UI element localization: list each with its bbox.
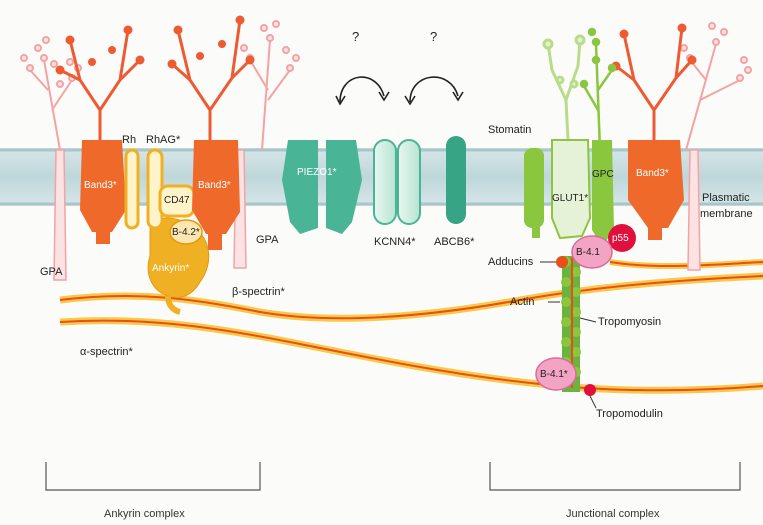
abcb6-transporter (446, 136, 466, 224)
question-mark-right: ? (430, 30, 437, 43)
label-b42: B-4.2* (172, 226, 200, 239)
label-rh: Rh (122, 134, 136, 147)
label-piezo1: PIEZO1* (297, 166, 336, 179)
junctional-complex-bracket (490, 462, 740, 490)
tropomodulin-node (584, 384, 596, 396)
band3-left (80, 140, 126, 244)
kcnn4-channel (374, 140, 420, 224)
label-glut1: GLUT1* (552, 192, 588, 205)
gpa-glycan-right (681, 23, 751, 150)
rh-protein (126, 150, 138, 228)
glut1-protein (552, 140, 590, 238)
label-gpc: GPC (592, 168, 614, 181)
label-p55: p55 (612, 232, 629, 245)
question-mark-left: ? (352, 30, 359, 43)
label-gpa-left: GPA (40, 266, 62, 279)
question-arrows (336, 77, 463, 104)
ankyrin-complex-bracket (46, 462, 260, 490)
alpha-spectrin-strand (60, 321, 763, 391)
label-plasmatic-1: Plasmatic (702, 192, 750, 205)
label-rhag: RhAG* (146, 134, 180, 147)
band3-glycan-right (613, 25, 695, 150)
label-alpha-spectrin: α-spectrin* (80, 346, 133, 359)
label-tropomyosin: Tropomyosin (598, 316, 661, 329)
stomatin-protein (524, 148, 544, 238)
label-ankyrin-complex: Ankyrin complex (104, 508, 185, 521)
label-band3-left: Band3* (84, 179, 117, 192)
band3-glycan-left (57, 27, 143, 150)
gpa-glycan-center (241, 21, 299, 150)
label-band3-right: Band3* (636, 167, 669, 180)
label-plasmatic-2: membrane (700, 208, 753, 221)
label-stomatin: Stomatin (488, 124, 531, 137)
label-b41-lower: B-4.1* (540, 368, 568, 381)
label-adducins: Adducins (488, 256, 533, 269)
label-band3-mid: Band3* (198, 179, 231, 192)
label-cd47: CD47 (164, 194, 190, 207)
band3-glycan-mid (169, 17, 253, 150)
adducins-node (556, 256, 568, 268)
glut1-glycan (544, 36, 584, 140)
label-junctional-complex: Junctional complex (566, 508, 660, 521)
label-tropomodulin: Tropomodulin (596, 408, 663, 421)
gpa-stalk-left (54, 150, 66, 280)
gpc-glycan (581, 29, 615, 150)
label-ankyrin: Ankyrin* (152, 262, 189, 275)
band3-right (628, 140, 684, 240)
label-gpa-right: GPA (256, 234, 278, 247)
gpa-stalk-right (688, 150, 700, 270)
label-kcnn4: KCNN4* (374, 236, 416, 249)
label-actin: Actin (510, 296, 534, 309)
label-b41-upper: B-4.1 (576, 246, 600, 259)
label-abcb6: ABCB6* (434, 236, 474, 249)
label-beta-spectrin: β-spectrin* (232, 286, 285, 299)
